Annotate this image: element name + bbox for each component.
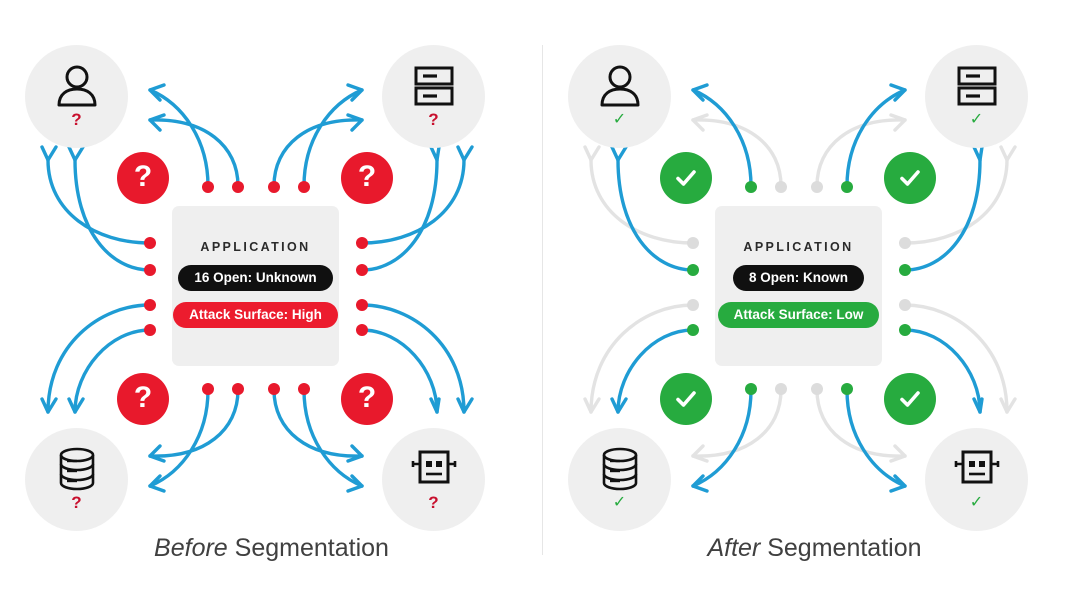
database-icon bbox=[602, 447, 637, 491]
node-robot[interactable]: ✓ bbox=[925, 428, 1028, 531]
node-robot[interactable]: ? bbox=[382, 428, 485, 531]
node-status-mark: ✓ bbox=[612, 494, 627, 511]
question-icon: ? bbox=[133, 160, 153, 193]
allowed-flows bbox=[610, 83, 984, 493]
node-status-mark: ✓ bbox=[612, 111, 627, 128]
node-user[interactable]: ✓ bbox=[568, 45, 671, 148]
status-badge-unknown: ? bbox=[341, 373, 393, 425]
database-icon bbox=[59, 447, 94, 491]
panel-caption: Before Segmentation bbox=[0, 534, 543, 563]
node-status-mark: ✓ bbox=[969, 494, 984, 511]
panel-after-segmentation: ✓ ✓ ✓ bbox=[543, 0, 1086, 598]
caption-rest: Segmentation bbox=[227, 534, 389, 562]
robot-icon bbox=[411, 450, 456, 484]
status-badge-known bbox=[660, 373, 712, 425]
status-badge-known bbox=[884, 373, 936, 425]
node-status-mark: ? bbox=[428, 110, 439, 129]
node-status-mark: ? bbox=[71, 493, 82, 512]
flow-endpoint-dots bbox=[687, 181, 911, 395]
check-icon bbox=[676, 170, 696, 186]
application-title: APPLICATION bbox=[743, 240, 854, 254]
application-card: APPLICATION 16 Open: Unknown Attack Surf… bbox=[172, 206, 339, 366]
status-badge-known bbox=[884, 152, 936, 204]
open-ports-pill: 16 Open: Unknown bbox=[178, 265, 333, 291]
question-icon: ? bbox=[357, 160, 377, 193]
panel-divider bbox=[542, 45, 544, 555]
attack-surface-pill: Attack Surface: Low bbox=[717, 302, 880, 328]
application-title: APPLICATION bbox=[200, 240, 311, 254]
status-badge-unknown: ? bbox=[341, 152, 393, 204]
flow-endpoint-dots bbox=[144, 181, 368, 395]
node-database[interactable]: ✓ bbox=[568, 428, 671, 531]
user-icon bbox=[600, 65, 639, 107]
check-icon bbox=[900, 391, 920, 407]
caption-rest: Segmentation bbox=[760, 534, 922, 562]
status-badge-known bbox=[660, 152, 712, 204]
node-status-mark: ? bbox=[428, 493, 439, 512]
check-icon bbox=[900, 170, 920, 186]
blocked-flows bbox=[583, 113, 1017, 463]
status-badge-unknown: ? bbox=[117, 152, 169, 204]
caption-emphasis: After bbox=[707, 534, 761, 562]
node-status-mark: ✓ bbox=[969, 111, 984, 128]
application-card: APPLICATION 8 Open: Known Attack Surface… bbox=[715, 206, 882, 366]
question-icon: ? bbox=[133, 381, 153, 414]
check-icon bbox=[676, 391, 696, 407]
attack-surface-pill: Attack Surface: High bbox=[173, 302, 338, 328]
caption-emphasis: Before bbox=[154, 534, 228, 562]
node-server[interactable]: ? bbox=[382, 45, 485, 148]
flow-arrows-before bbox=[40, 83, 474, 493]
panel-caption: After Segmentation bbox=[543, 534, 1086, 563]
node-user[interactable]: ? bbox=[25, 45, 128, 148]
node-server[interactable]: ✓ bbox=[925, 45, 1028, 148]
flow-arrows-after bbox=[583, 83, 1017, 493]
panel-before-segmentation: ? ? ? bbox=[0, 45, 543, 563]
question-icon: ? bbox=[357, 381, 377, 414]
server-icon bbox=[414, 66, 453, 106]
server-icon bbox=[957, 66, 996, 106]
node-database[interactable]: ? bbox=[25, 428, 128, 531]
node-status-mark: ? bbox=[71, 110, 82, 129]
robot-icon bbox=[954, 450, 999, 484]
open-ports-pill: 8 Open: Known bbox=[733, 265, 864, 291]
status-badge-unknown: ? bbox=[117, 373, 169, 425]
user-icon bbox=[57, 65, 96, 107]
